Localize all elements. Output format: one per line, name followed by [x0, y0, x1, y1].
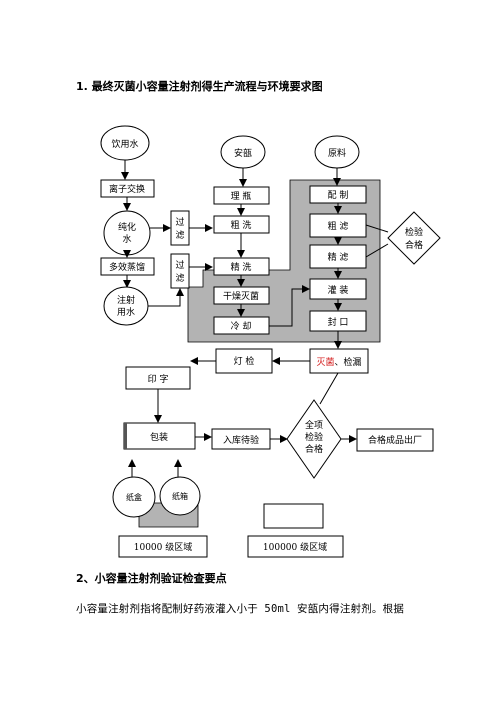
release-label: 合格成品出厂 — [368, 434, 422, 446]
release-box — [356, 428, 434, 452]
multi-distill-label: 多效蒸馏 — [109, 261, 145, 273]
injection-water-label-1: 注射 — [117, 294, 135, 306]
cool-label: 冷 却 — [231, 320, 252, 332]
print-label: 印 字 — [148, 373, 169, 385]
pure-water-label-2: 水 — [122, 233, 131, 245]
sort-bottles-label: 理 瓶 — [231, 190, 252, 202]
flow-connector — [365, 224, 389, 233]
full-inspect-label-1: 全项 — [305, 419, 323, 431]
injection-water-label-2: 用水 — [117, 306, 135, 318]
inspect-label-1: 检验 — [405, 226, 423, 238]
filter-b-label-1: 过 — [175, 259, 184, 271]
rough-wash-label: 粗 洗 — [231, 219, 252, 231]
ampoule-label: 安瓿 — [234, 147, 252, 159]
sterilize-leak-box — [309, 348, 369, 374]
full-inspect-label-2: 检验 — [305, 431, 323, 443]
fine-wash-label: 精 洗 — [231, 261, 252, 273]
carton-label: 纸盒 — [126, 492, 142, 502]
fill-label: 灌 装 — [328, 284, 349, 296]
drinking-water-label: 饮用水 — [111, 138, 138, 150]
full-inspect-diamond — [286, 399, 342, 479]
legend-swatch-100000 — [263, 503, 324, 529]
raw-material-label: 原料 — [328, 147, 346, 159]
sterilize-leak-label: 灭菌、检漏 — [316, 356, 361, 368]
box-label: 纸箱 — [172, 491, 188, 501]
light-inspect-label: 灯 检 — [234, 355, 255, 367]
legend-10000-box — [118, 535, 208, 558]
filter-a-label-1: 过 — [175, 216, 184, 228]
filter-a-label-2: 滤 — [175, 229, 184, 241]
flow-connector — [269, 285, 310, 327]
box-node — [159, 476, 201, 516]
carton-node — [112, 476, 156, 518]
flow-connector — [148, 288, 184, 307]
inspect-label-2: 合格 — [405, 239, 423, 251]
flow-arrow — [319, 372, 339, 405]
legend-100000-box — [247, 535, 344, 558]
light-inspect-box — [215, 348, 273, 374]
section-1-heading: 1. 最终灭菌小容量注射剂得生产流程与环境要求图 — [76, 80, 323, 93]
seal-label: 封 口 — [328, 316, 349, 328]
ion-exchange-label: 离子交换 — [109, 183, 145, 195]
full-inspect-label-3: 合格 — [305, 443, 323, 455]
filter-b-label-2: 滤 — [175, 272, 184, 284]
injection-water-node — [103, 286, 149, 326]
section-2-body: 小容量注射剂指将配制好药液灌入小于 50ml 安瓿内得注射剂。根据 — [76, 603, 405, 615]
stock-wait-label: 入库待验 — [223, 434, 259, 446]
coarse-filter-label: 粗 滤 — [328, 220, 349, 232]
dry-sterilize-label: 干燥灭菌 — [223, 290, 259, 302]
legend-100000-label: 100000 级区域 — [263, 541, 327, 553]
sterilize-label: 灭菌 — [316, 356, 334, 368]
package-box-shade — [124, 423, 127, 449]
inspect-diamond — [387, 211, 441, 265]
flow-connector — [365, 243, 389, 258]
legend-10000-label: 10000 级区域 — [134, 541, 193, 553]
leak-check-label: 、检漏 — [335, 356, 362, 368]
package-label: 包装 — [150, 431, 168, 443]
pure-water-label-1: 纯化 — [118, 221, 136, 233]
compound-label: 配 制 — [328, 189, 349, 201]
section-2-heading: 2、小容量注射剂验证检查要点 — [76, 572, 227, 585]
fine-filter-label: 精 滤 — [328, 251, 349, 263]
pure-water-node — [103, 210, 151, 256]
